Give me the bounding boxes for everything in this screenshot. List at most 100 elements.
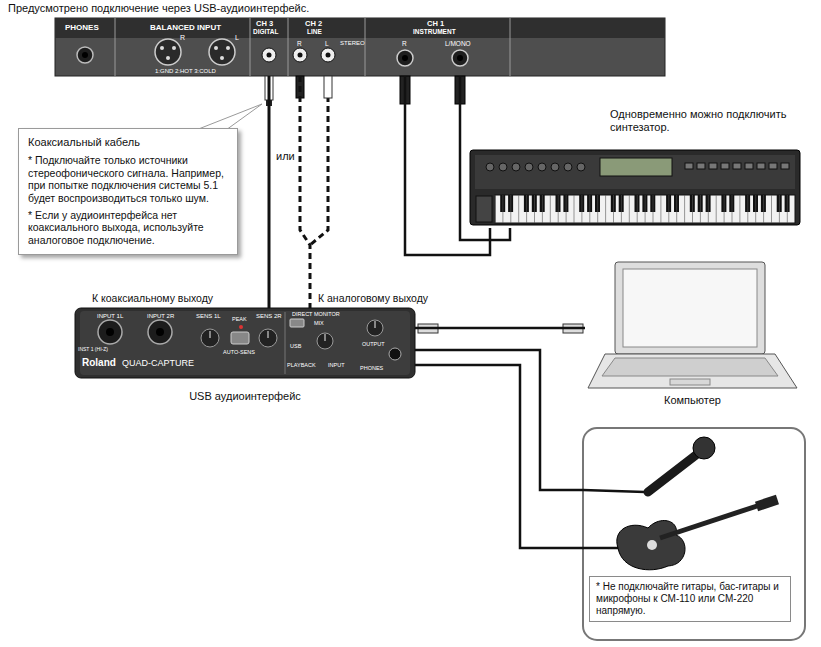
illustration-part xyxy=(486,163,789,171)
illustration-part xyxy=(588,354,797,388)
node-text: DIGITAL xyxy=(253,28,279,36)
illustration-part xyxy=(98,320,122,344)
illustration-part xyxy=(262,48,276,62)
illustration-part xyxy=(697,163,705,169)
illustration-part xyxy=(155,39,181,65)
illustration-part xyxy=(250,18,251,76)
illustration-part xyxy=(214,46,218,50)
node-text: R xyxy=(297,40,302,48)
illustration-part xyxy=(231,332,249,344)
panel-label: SENS 2R xyxy=(256,313,282,320)
cable xyxy=(300,76,310,308)
node-text: BALANCED INPUT xyxy=(150,23,221,33)
illustration-part xyxy=(733,163,741,169)
illustration-part xyxy=(239,325,243,329)
illustration-part xyxy=(285,312,286,374)
illustration-part xyxy=(623,269,757,347)
panel-label: PEAK xyxy=(232,316,247,323)
illustration-part xyxy=(525,163,533,171)
illustration-part xyxy=(617,521,685,570)
panel-label: INPUT 2R xyxy=(147,313,174,320)
panel-label: OUTPUT xyxy=(362,341,385,348)
illustration-part xyxy=(692,195,693,223)
node-text: L xyxy=(325,40,329,48)
illustration-part xyxy=(156,328,164,336)
illustration-part xyxy=(476,196,492,222)
computer: Компьютер xyxy=(585,262,800,410)
illustration-part xyxy=(80,311,410,375)
illustration-part xyxy=(574,195,575,223)
node-heading: USB аудиоинтерфейс xyxy=(75,390,415,403)
illustration-part xyxy=(452,50,468,66)
node-heading: PHONES xyxy=(65,23,99,33)
illustration-part xyxy=(621,195,622,223)
panel-label: DIRECT MONITOR xyxy=(292,311,340,318)
illustration-part xyxy=(693,437,715,459)
illustration-part xyxy=(668,195,669,223)
illustration-part xyxy=(670,379,710,385)
illustration-part xyxy=(745,163,753,169)
node-text: L xyxy=(235,34,239,42)
illustration-part xyxy=(542,195,543,223)
panel-label: MIX xyxy=(314,320,324,327)
plugs xyxy=(265,76,583,333)
node-text: * Если у аудиоинтерфейса нет коаксиально… xyxy=(28,209,228,247)
illustration-part xyxy=(288,18,289,76)
illustration-part xyxy=(495,195,795,223)
illustration-part xyxy=(771,195,772,223)
illustration-part xyxy=(589,195,590,223)
illustration-part xyxy=(172,46,176,50)
node-text: 1:GND 2:HOT 3:COLD xyxy=(155,68,216,75)
cable xyxy=(415,327,585,330)
illustration-part xyxy=(602,358,778,376)
illustration-part xyxy=(325,334,326,341)
illustration-part xyxy=(499,163,507,171)
illustration-part xyxy=(486,163,494,171)
node-heading: Одновременно можно подключить синтезатор… xyxy=(610,108,795,134)
illustration-part xyxy=(209,39,235,65)
illustration-part xyxy=(268,331,269,338)
illustration-part xyxy=(757,163,765,169)
illustration-part xyxy=(298,53,303,58)
callout-box: Коаксиальный кабель* Подключайте только … xyxy=(18,128,238,255)
callout-pointer xyxy=(196,104,262,130)
node-text: R xyxy=(180,34,185,42)
illustration-part xyxy=(645,195,646,223)
illustration-part xyxy=(160,46,164,50)
panel-label: Roland xyxy=(82,357,116,369)
illustration-part xyxy=(550,195,551,223)
rear-panel: PHONESBALANCED INPUTRL1:GND 2:HOT 3:COLD… xyxy=(55,18,665,76)
illustration-part xyxy=(637,195,638,223)
panel-label: PLAYBACK xyxy=(287,362,316,369)
illustration-part xyxy=(577,163,585,171)
illustration-part xyxy=(220,56,224,60)
panel-label: PHONES xyxy=(360,365,383,372)
panel-label: INPUT 1L xyxy=(97,313,123,320)
node-text: CH 3 xyxy=(256,19,273,28)
illustration-part xyxy=(526,195,527,223)
illustration-part xyxy=(583,490,645,492)
cable xyxy=(460,76,510,240)
node-heading: Компьютер xyxy=(585,394,800,407)
illustration-part xyxy=(583,547,618,550)
cable xyxy=(415,350,583,490)
usb-interface-body xyxy=(75,308,415,378)
illustration-part xyxy=(660,195,661,223)
illustration-part xyxy=(600,158,672,176)
illustration-part xyxy=(259,329,277,347)
illustration-part xyxy=(763,195,764,223)
illustration-part xyxy=(290,319,304,327)
page-title: Предусмотрено подключение через USB-ауди… xyxy=(8,2,309,15)
illustration-part xyxy=(716,195,717,223)
illustration-part xyxy=(457,55,463,61)
illustration-part xyxy=(724,195,725,223)
illustration-part xyxy=(755,495,779,511)
illustration-part xyxy=(293,48,307,62)
illustration-part xyxy=(375,321,376,328)
illustration-part xyxy=(106,328,114,336)
illustration-part xyxy=(709,163,717,169)
